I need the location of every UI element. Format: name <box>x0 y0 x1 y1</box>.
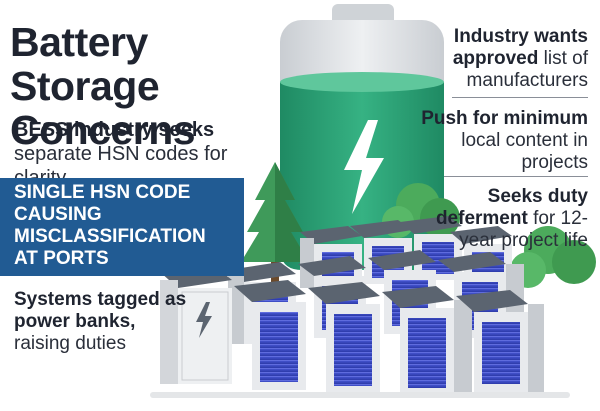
banner-line: AT PORTS <box>14 248 109 269</box>
lightning-bolt-icon <box>196 302 212 338</box>
battery-cabinet-icon <box>308 282 380 394</box>
note-text: for 12-year project life <box>459 208 588 251</box>
note-bold-text: Systems tagged as power banks, <box>14 289 187 332</box>
battery-cabinet-icon <box>382 286 472 396</box>
title-line: Battery Storage <box>10 19 160 109</box>
battery-cabinet-icon <box>456 290 544 392</box>
shrub-icon <box>510 226 596 288</box>
divider <box>444 176 588 177</box>
note-bold-text: Industry wants approved <box>452 26 588 69</box>
banner-line: MISCLASSIFICATION <box>14 226 206 247</box>
note-bold-text: Seeks duty deferment <box>435 186 588 229</box>
note-bold-text: Push for minimum <box>421 108 588 129</box>
local-content-note: Push for minimum local content in projec… <box>408 108 588 174</box>
title-line: Concerns <box>10 107 196 153</box>
approved-list-note: Industry wants approved list of manufact… <box>408 26 588 92</box>
highlight-banner: SINGLE HSN CODE CAUSING MISCLASSIFICATIO… <box>0 178 244 276</box>
banner-line: CAUSING <box>14 204 102 225</box>
lightning-bolt-icon <box>344 120 384 214</box>
battery-cabinet-icon <box>234 280 306 390</box>
page-title: Battery Storage Concerns <box>10 20 300 152</box>
divider <box>452 97 588 98</box>
note-bold-text: BESS industry seeks <box>14 119 215 141</box>
power-bank-note: Systems tagged as power banks, raising d… <box>14 289 214 355</box>
note-text: local content in projects <box>461 130 588 173</box>
banner-line: SINGLE HSN CODE <box>14 182 191 203</box>
note-text: list of manufacturers <box>466 48 588 91</box>
duty-deferment-note: Seeks duty deferment for 12-year project… <box>418 186 588 252</box>
note-text: raising duties <box>14 333 126 354</box>
